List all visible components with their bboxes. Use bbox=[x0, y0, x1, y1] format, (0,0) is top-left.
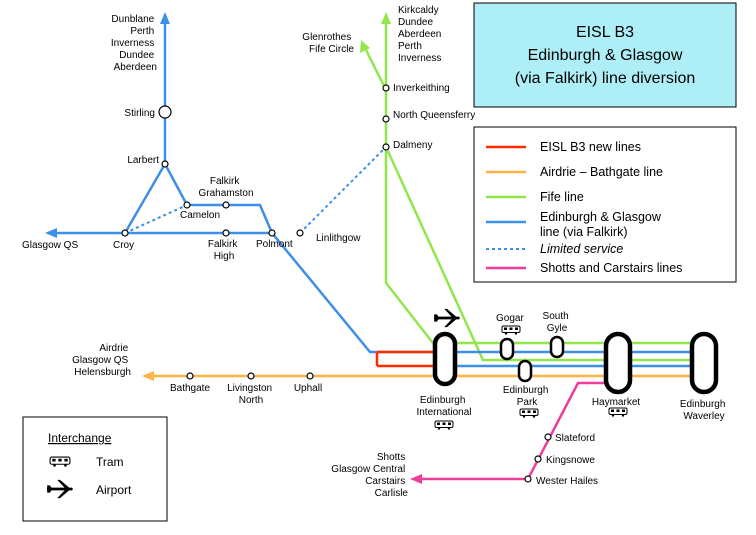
haymarket-label: Haymarket bbox=[592, 397, 641, 408]
inverkeithing-label: Inverkeithing bbox=[393, 83, 450, 94]
croy-label: Croy bbox=[113, 240, 134, 251]
title-line-3: (via Falkirk) line diversion bbox=[515, 70, 696, 87]
title-line-2: Edinburgh & Glasgow bbox=[528, 47, 683, 64]
airdrie-destinations-label: Airdrie Glasgow QS Helensburgh bbox=[72, 343, 131, 378]
north-destinations-label: Dunblane Perth Inverness Dundee Aberdeen bbox=[111, 14, 157, 73]
wester-hailes-label: Wester Hailes bbox=[536, 476, 598, 487]
glenrothes-branch bbox=[363, 47, 387, 89]
livingston-north-label: Livingston North bbox=[227, 383, 275, 406]
inverkeithing-station-marker[interactable] bbox=[382, 84, 390, 92]
gogar-station[interactable] bbox=[499, 337, 515, 361]
shotts-line bbox=[418, 381, 610, 481]
eg-line-larbert-croy bbox=[123, 163, 167, 234]
glasgow-qs-label: Glasgow QS bbox=[22, 240, 78, 251]
edinburgh-park-station[interactable] bbox=[517, 359, 533, 383]
tram-icon bbox=[608, 407, 628, 417]
gogar-label: Gogar bbox=[496, 313, 524, 324]
legend: EISL B3 new lines Airdrie – Bathgate lin… bbox=[473, 126, 737, 283]
arrow-north-eg bbox=[160, 12, 170, 24]
glenrothes-destinations-label: Glenrothes Fife Circle bbox=[302, 32, 354, 55]
interchange-stations bbox=[432, 331, 719, 395]
bathgate-station-marker[interactable] bbox=[186, 372, 194, 380]
arrowheads bbox=[45, 12, 422, 484]
legend-label-eisl: EISL B3 new lines bbox=[540, 140, 641, 154]
kingsknowe-label: Kingsnowe bbox=[546, 455, 595, 466]
edinburgh-park-label: Edinburgh Park bbox=[503, 385, 551, 408]
interchange-tram-label: Tram bbox=[96, 455, 124, 469]
arrow-north-fife bbox=[381, 12, 391, 24]
larbert-label: Larbert bbox=[127, 155, 159, 166]
kingsknowe-station-marker[interactable] bbox=[534, 455, 542, 463]
tram-icon bbox=[434, 420, 454, 430]
linlithgow-label: Linlithgow bbox=[316, 233, 361, 244]
south-gyle-label: South Gyle bbox=[543, 311, 572, 334]
livingston-north-station-marker[interactable] bbox=[247, 372, 255, 380]
edinburgh-waverley-station[interactable] bbox=[689, 331, 719, 395]
shotts-destinations-label: Shotts Glasgow Central Carstairs Carlisl… bbox=[331, 452, 408, 499]
camelon-station-marker[interactable] bbox=[183, 201, 191, 209]
croy-station-marker[interactable] bbox=[121, 229, 129, 237]
legend-label-airdrie: Airdrie – Bathgate line bbox=[540, 165, 663, 179]
haymarket-station[interactable] bbox=[603, 331, 633, 395]
north-queensferry-station-marker[interactable] bbox=[382, 115, 390, 123]
interchange-key: Interchange Tram Airport bbox=[22, 416, 168, 522]
south-gyle-station[interactable] bbox=[549, 335, 565, 359]
arrow-glasgow-qs bbox=[45, 228, 57, 238]
falkirk-grahamston-label: Falkirk Grahamston bbox=[198, 176, 253, 199]
arrow-airdrie bbox=[142, 371, 154, 381]
dalmeny-label: Dalmeny bbox=[393, 140, 432, 151]
title-box: EISL B3 Edinburgh & Glasgow (via Falkirk… bbox=[473, 2, 737, 108]
limited-service-lines bbox=[124, 146, 387, 234]
legend-label-eg-2: line (via Falkirk) bbox=[540, 225, 628, 239]
polmont-label: Polmont bbox=[256, 239, 293, 250]
camelon-label: Camelon bbox=[180, 210, 220, 221]
polmont-station-marker[interactable] bbox=[268, 229, 276, 237]
legend-label-shotts: Shotts and Carstairs lines bbox=[540, 261, 682, 275]
title-box-background bbox=[473, 2, 737, 108]
interchange-airport-label: Airport bbox=[96, 483, 132, 497]
legend-label-eg-1: Edinburgh & Glasgow bbox=[540, 210, 662, 224]
edinburgh-glasgow-line bbox=[55, 20, 690, 368]
falkirk-high-station-marker[interactable] bbox=[222, 229, 230, 237]
interchange-key-box bbox=[22, 416, 168, 522]
larbert-station-marker[interactable] bbox=[161, 160, 169, 168]
falkirk-high-label: Falkirk High bbox=[208, 239, 240, 262]
edinburgh-international-station[interactable] bbox=[432, 331, 458, 387]
airplane-icon bbox=[434, 308, 460, 328]
arrow-glenrothes bbox=[360, 40, 370, 53]
legend-label-limited: Limited service bbox=[540, 242, 623, 256]
uphall-station-marker[interactable] bbox=[306, 372, 314, 380]
tram-icon bbox=[501, 325, 521, 335]
stirling-label: Stirling bbox=[124, 108, 155, 119]
legend-label-fife: Fife line bbox=[540, 190, 584, 204]
linlithgow-station-marker[interactable] bbox=[296, 229, 304, 237]
limited-linlithgow-dalmeny bbox=[299, 146, 387, 234]
station-markers bbox=[121, 84, 552, 483]
tram-icon bbox=[519, 408, 539, 418]
slateford-station-marker[interactable] bbox=[544, 433, 552, 441]
uphall-label: Uphall bbox=[294, 383, 322, 394]
stirling-station-marker[interactable] bbox=[158, 105, 172, 119]
edinburgh-waverley-label: Edinburgh Waverley bbox=[680, 399, 728, 422]
legend-box bbox=[473, 126, 737, 283]
title-line-1: EISL B3 bbox=[576, 24, 634, 41]
wester-hailes-station-marker[interactable] bbox=[524, 475, 532, 483]
falkirk-grahamston-station-marker[interactable] bbox=[222, 201, 230, 209]
eg-line-polmont-edinburgh-upper bbox=[271, 232, 690, 354]
bathgate-label: Bathgate bbox=[170, 383, 210, 394]
fife-north-destinations-label: Kirkcaldy Dundee Aberdeen Perth Invernes… bbox=[398, 5, 444, 64]
dalmeny-station-marker[interactable] bbox=[382, 143, 390, 151]
arrow-shotts bbox=[410, 474, 422, 484]
interchange-heading: Interchange bbox=[48, 431, 112, 445]
limited-croy-camelon bbox=[124, 204, 188, 234]
edinburgh-international-label: Edinburgh International bbox=[416, 395, 471, 418]
slateford-label: Slateford bbox=[555, 433, 595, 444]
north-queensferry-label: North Queensferry bbox=[393, 110, 475, 121]
shotts-carstairs-line bbox=[418, 381, 610, 481]
